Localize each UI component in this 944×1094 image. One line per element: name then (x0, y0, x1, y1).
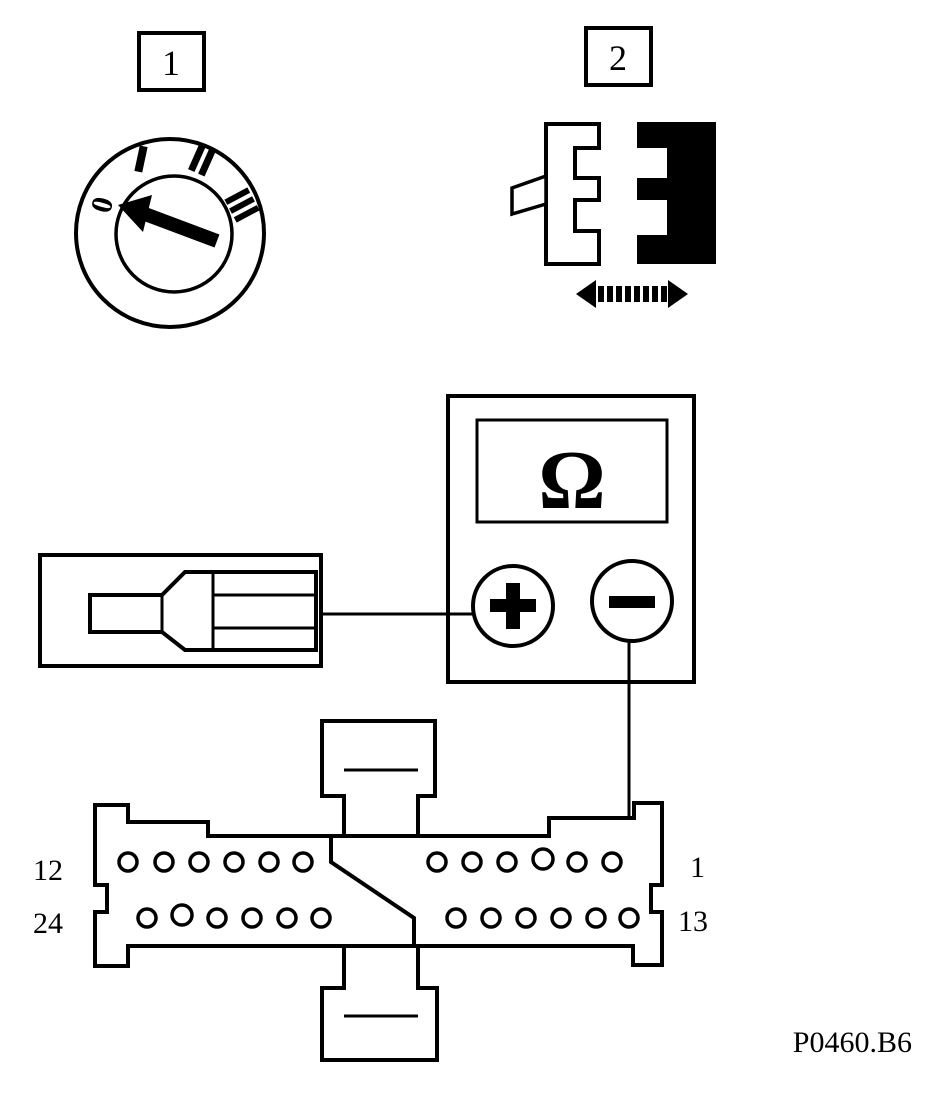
position-3-mark (224, 187, 260, 223)
step-1-number: 1 (162, 43, 180, 83)
pin-12 (117, 851, 139, 873)
pin-row-top (117, 847, 623, 873)
position-1-mark (134, 145, 148, 173)
connector-disconnect-icon (510, 122, 716, 308)
pin-label-24: 24 (33, 907, 63, 940)
pin-label-1: 1 (690, 851, 705, 884)
ground-probe-plug (38, 553, 323, 668)
figure-code: P0460.B6 (793, 1026, 912, 1059)
pin-label-12: 12 (33, 854, 63, 887)
position-2-mark (188, 143, 216, 177)
negative-terminal[interactable] (590, 559, 674, 643)
harness-connector-24pin: 12 1 24 13 (33, 719, 708, 1062)
pin-13 (618, 907, 640, 929)
pin-24 (136, 907, 158, 929)
ohm-symbol: Ω (538, 434, 605, 527)
pin-label-13: 13 (678, 905, 708, 938)
ohmmeter: Ω (446, 394, 696, 684)
pin-row-bottom (136, 903, 640, 929)
minus-icon (609, 596, 655, 608)
step-2-number: 2 (609, 38, 627, 78)
positive-terminal[interactable] (471, 564, 555, 648)
step-2-label: 2 (584, 26, 653, 87)
ignition-switch-icon: 0 (74, 137, 266, 329)
step-1-label: 1 (137, 31, 206, 92)
pin-1 (601, 851, 623, 873)
